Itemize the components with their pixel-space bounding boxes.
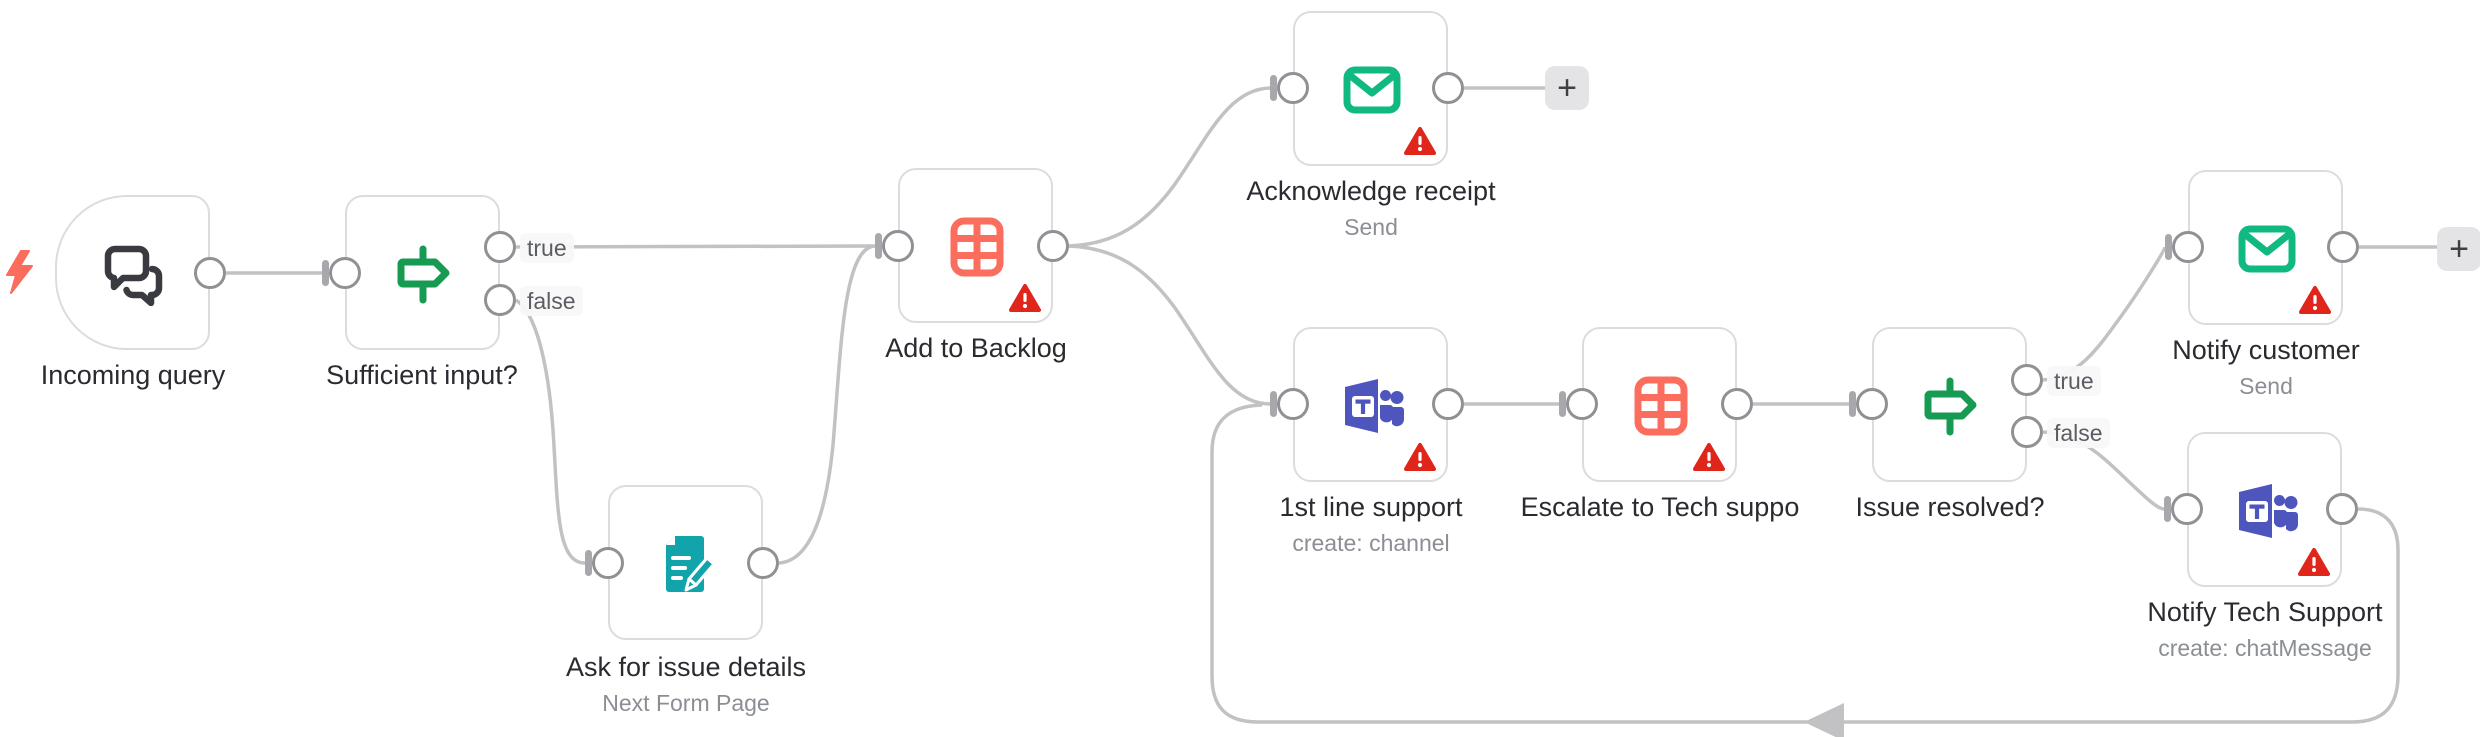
node-add-to-backlog[interactable]: [898, 168, 1053, 323]
node-notify-customer[interactable]: [2188, 170, 2343, 325]
output-port-false[interactable]: [484, 284, 516, 316]
node-title: Incoming query: [40, 360, 226, 390]
input-port[interactable]: [329, 257, 361, 289]
loopback-arrowhead-icon: [1804, 703, 1844, 737]
output-port[interactable]: [1432, 388, 1464, 420]
output-port[interactable]: [1037, 230, 1069, 262]
node-acknowledge-receipt[interactable]: [1293, 11, 1448, 166]
chat-icon: [104, 245, 163, 306]
input-port[interactable]: [1277, 388, 1309, 420]
node-title: Sufficient input?: [326, 360, 518, 390]
branch-label-false: false: [520, 286, 583, 316]
output-port[interactable]: [2326, 493, 2358, 525]
trigger-bolt-icon: [6, 250, 33, 294]
output-port[interactable]: [2327, 231, 2359, 263]
signpost-icon: [1924, 377, 1977, 436]
node-title: Notify Tech Support: [2147, 597, 2383, 627]
input-endpoint: [2165, 234, 2172, 260]
teams-icon: [1345, 379, 1404, 433]
node-title: 1st line support: [1279, 492, 1463, 522]
input-endpoint: [585, 550, 592, 576]
form-icon: [666, 536, 716, 592]
branch-label-false: false: [2047, 418, 2110, 448]
connection-notifytech-loopback-to-firstline[interactable]: [1210, 403, 2400, 724]
output-port[interactable]: [194, 257, 226, 289]
node-sufficient-input[interactable]: [345, 195, 500, 350]
input-endpoint: [1270, 391, 1277, 417]
branch-label-true: true: [2047, 366, 2101, 396]
node-subtitle: Next Form Page: [602, 690, 770, 716]
node-subtitle: Send: [1344, 214, 1398, 240]
node-notify-tech-support[interactable]: [2187, 432, 2342, 587]
warning-icon: [1404, 443, 1436, 471]
connection-sufficient-false-to-ask[interactable]: [514, 298, 586, 565]
node-title: Ask for issue details: [565, 652, 807, 682]
node-title: Escalate to Tech suppo: [1520, 492, 1800, 522]
branch-label-true: true: [520, 233, 574, 263]
input-port[interactable]: [882, 230, 914, 262]
input-port[interactable]: [1856, 388, 1888, 420]
node-incoming-query[interactable]: [55, 195, 210, 350]
connection-sufficient-true-to-backlog[interactable]: [515, 244, 876, 249]
node-subtitle: create: channel: [1292, 530, 1450, 556]
node-first-line-support[interactable]: [1293, 327, 1448, 482]
output-port[interactable]: [1432, 72, 1464, 104]
input-port[interactable]: [1277, 72, 1309, 104]
output-port[interactable]: [1721, 388, 1753, 420]
node-ask-for-issue-details[interactable]: [608, 485, 763, 640]
table-icon: [950, 217, 1004, 277]
input-port[interactable]: [2171, 493, 2203, 525]
node-title: Notify customer: [2172, 335, 2360, 365]
node-escalate-to-tech-support[interactable]: [1582, 327, 1737, 482]
input-endpoint: [1270, 75, 1277, 101]
input-endpoint: [1559, 391, 1566, 417]
email-icon: [1343, 66, 1401, 114]
warning-icon: [1693, 443, 1725, 471]
table-icon: [1634, 376, 1688, 436]
node-title: Acknowledge receipt: [1246, 176, 1496, 206]
input-port[interactable]: [2172, 231, 2204, 263]
node-subtitle: Send: [2239, 373, 2293, 399]
input-endpoint: [2164, 496, 2171, 522]
warning-icon: [1009, 284, 1041, 312]
node-subtitle: create: chatMessage: [2158, 635, 2372, 661]
output-port-false[interactable]: [2011, 416, 2043, 448]
connection-ask-to-backlog[interactable]: [778, 244, 876, 565]
warning-icon: [2298, 548, 2330, 576]
output-port[interactable]: [747, 547, 779, 579]
output-port-true[interactable]: [484, 231, 516, 263]
email-icon: [2238, 225, 2296, 273]
node-title: Add to Backlog: [885, 333, 1067, 363]
input-endpoint: [875, 233, 882, 259]
connection-backlog-to-firstline[interactable]: [1068, 244, 1271, 406]
signpost-icon: [397, 245, 450, 304]
add-node-button[interactable]: +: [1545, 66, 1589, 110]
node-issue-resolved[interactable]: [1872, 327, 2027, 482]
output-port-true[interactable]: [2011, 364, 2043, 396]
connection-backlog-to-acknowledge[interactable]: [1068, 86, 1271, 248]
teams-icon: [2239, 484, 2298, 538]
node-title: Issue resolved?: [1855, 492, 2045, 522]
add-node-button[interactable]: +: [2437, 227, 2480, 271]
input-port[interactable]: [1566, 388, 1598, 420]
input-port[interactable]: [592, 547, 624, 579]
warning-icon: [1404, 127, 1436, 155]
input-endpoint: [322, 260, 329, 286]
warning-icon: [2299, 286, 2331, 314]
input-endpoint: [1849, 391, 1856, 417]
